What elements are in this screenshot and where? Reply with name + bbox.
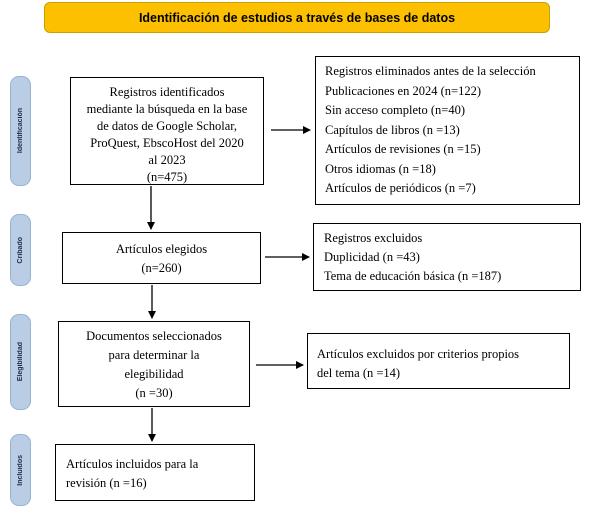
box-line: revisión (n =16) (66, 476, 147, 490)
box-line: Artículos de revisiones (n =15) (325, 142, 481, 156)
box-line: Documentos seleccionados (86, 329, 222, 343)
stage-identification: Identificación (10, 76, 31, 186)
box-line: Artículos incluidos para la (66, 457, 199, 471)
box-line: mediante la búsqueda en la base (86, 102, 248, 116)
box-line: elegibilidad (124, 367, 184, 381)
box-line: Artículos excluidos por criterios propio… (317, 347, 520, 361)
header-title: Identificación de estudios a través de b… (138, 10, 456, 25)
box-line: Registros identificados (109, 85, 225, 99)
box-line: (n=475) (146, 170, 188, 184)
box-line: Otros idiomas (n =18) (325, 161, 436, 176)
elegidos-box: Artículos elegidos (n=260) (62, 232, 261, 284)
box-line: Duplicidad (n =43) (324, 250, 420, 264)
box-line: Tema de educación básica (n =187) (324, 269, 502, 283)
stage-eligibility: Elegibilidad (10, 314, 31, 410)
box-line: Registros excluidos (324, 231, 423, 245)
box-line: Capítulos de libros (n =13) (325, 122, 460, 137)
box-line: ProQuest, EbscoHost del 2020 (90, 136, 244, 150)
box-line: (n =30) (135, 386, 173, 400)
box-line: para determinar la (108, 348, 200, 362)
selected-box: Documentos seleccionados para determinar… (58, 321, 250, 407)
box-line: Artículos de periódicos (n =7) (325, 181, 476, 195)
box-line: al 2023 (148, 153, 186, 167)
box-line: (n=260) (141, 261, 182, 275)
removed-box: Registros eliminados antes de la selecci… (315, 56, 580, 205)
stage-included: Incluidos (10, 434, 31, 506)
box-line: del tema (n =14) (317, 366, 401, 380)
box-line: Publicaciones en 2024 (n=122) (325, 83, 481, 98)
excluded-box: Registros excluidos Duplicidad (n =43) T… (313, 223, 581, 291)
excluded-criteria-box: Artículos excluidos por criterios propio… (307, 333, 570, 389)
box-line: Registros eliminados antes de la selecci… (325, 64, 536, 78)
box-line: Artículos elegidos (115, 242, 208, 256)
header-banner: Identificación de estudios a través de b… (44, 2, 550, 33)
stage-screening: Cribado (10, 214, 31, 286)
identified-box: Registros identificados mediante la búsq… (70, 77, 264, 185)
box-line: Sin acceso completo (n=40) (325, 103, 465, 117)
included-box: Artículos incluidos para la revisión (n … (55, 444, 255, 501)
box-line: de datos de Google Scholar, (96, 119, 238, 133)
